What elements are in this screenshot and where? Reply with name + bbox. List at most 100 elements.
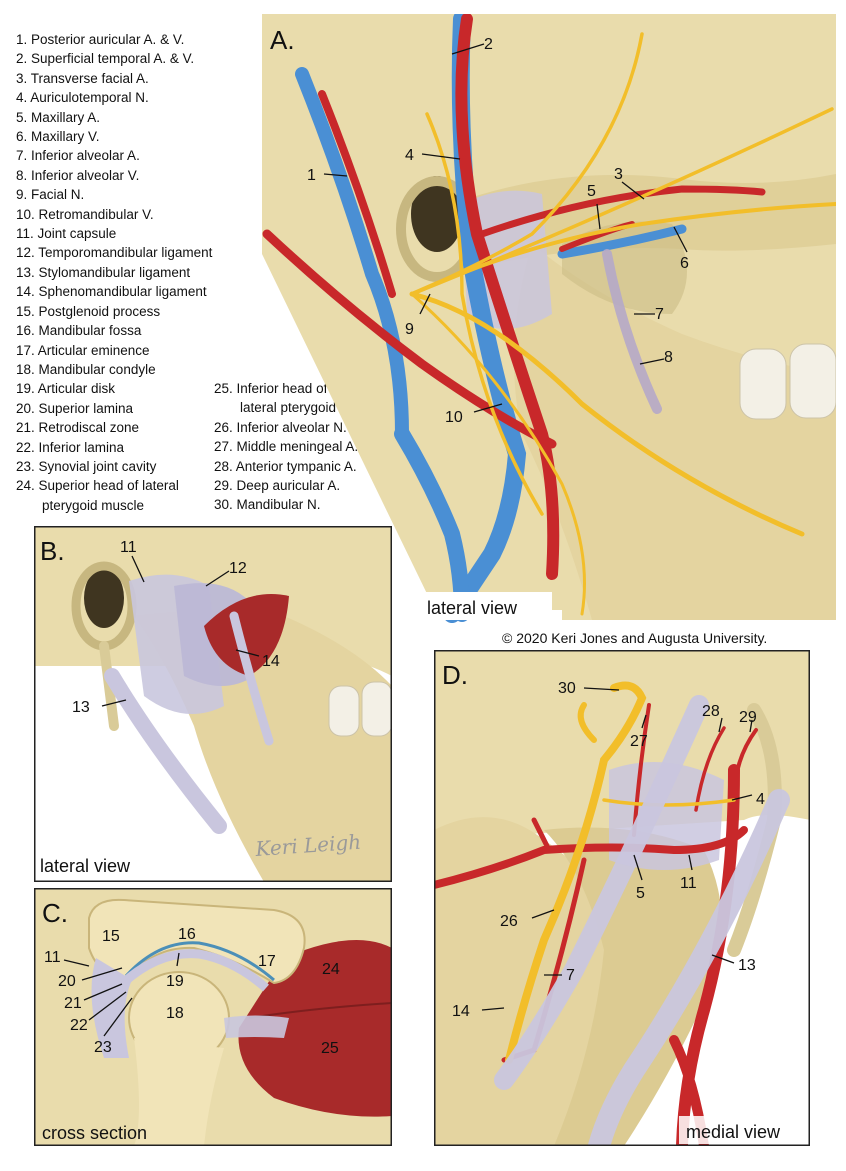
legend-item: 25. Inferior head of bbox=[214, 381, 328, 396]
panel-b-view: lateral view bbox=[40, 856, 131, 876]
leader-lines bbox=[481, 687, 753, 1011]
teeth bbox=[739, 343, 836, 420]
legend-right: 25. Inferior head of lateral pterygoid m… bbox=[214, 379, 383, 515]
superficial-temporal-artery bbox=[455, 14, 560, 580]
label-11: 11 bbox=[680, 875, 697, 892]
legend-item: 7. Inferior alveolar A. bbox=[16, 148, 140, 164]
panel-d-title: D. bbox=[442, 660, 468, 690]
posterior-auricular-artery bbox=[318, 90, 396, 298]
label-23: 23 bbox=[94, 1039, 112, 1056]
legend-item: 8. Inferior alveolar V. bbox=[16, 167, 140, 183]
panel-c-title: C. bbox=[42, 898, 68, 928]
label-18: 18 bbox=[166, 1005, 184, 1022]
anterior-tympanic-artery bbox=[694, 726, 726, 812]
legend-item: 14. Sphenomandibular ligament bbox=[16, 284, 207, 300]
mandibular-ramus bbox=[514, 244, 836, 620]
panel-b: B. 11 12 13 14 Keri Leigh lateral view bbox=[34, 526, 392, 882]
label-26: 26 bbox=[500, 913, 518, 930]
label-10: 10 bbox=[445, 409, 463, 426]
label-14: 14 bbox=[262, 653, 280, 670]
panel-a-illustration: A. 1 2 4 3 5 6 7 8 9 10 lateral view bbox=[262, 14, 836, 623]
label-11: 11 bbox=[44, 949, 61, 966]
legend-item: 13. Stylomandibular ligament bbox=[16, 264, 191, 280]
legend-item: pterygoid muscle bbox=[42, 497, 145, 513]
legend-item: 21. Retrodiscal zone bbox=[16, 420, 140, 436]
panel-a-view: lateral view bbox=[427, 598, 518, 618]
label-11: 11 bbox=[120, 539, 137, 556]
lower-artery-branch bbox=[262, 229, 557, 449]
label-21: 21 bbox=[64, 995, 82, 1012]
label-17: 17 bbox=[258, 953, 276, 970]
legend-item: 9. Facial N. bbox=[16, 187, 85, 203]
ramus-shade bbox=[544, 827, 722, 1146]
stylomandibular-ligament bbox=[588, 789, 790, 1146]
condyle-neck bbox=[134, 1038, 224, 1146]
leader-lines bbox=[323, 43, 688, 413]
lateral-pterygoid-muscle bbox=[204, 594, 289, 676]
legend-item: 29. Deep auricular A. bbox=[214, 478, 341, 494]
legend-item: 2. Superficial temporal A. & V. bbox=[16, 51, 195, 67]
label-22: 22 bbox=[70, 1017, 88, 1034]
panel-a-title: A. bbox=[270, 25, 295, 55]
ear-canal bbox=[411, 176, 463, 252]
panel-d: D. 30 27 28 29 4 5 11 26 7 13 14 medial … bbox=[434, 650, 810, 1146]
label-16: 16 bbox=[178, 926, 196, 943]
leader-lines bbox=[63, 952, 180, 1037]
maxillary-vein bbox=[557, 224, 687, 259]
label-2: 2 bbox=[484, 36, 493, 53]
label-25: 25 bbox=[321, 1040, 339, 1057]
label-4: 4 bbox=[756, 791, 765, 808]
panel-d-border bbox=[434, 650, 810, 1146]
label-29: 29 bbox=[739, 709, 757, 726]
legend-item: 4. Auriculotemporal N. bbox=[16, 90, 149, 106]
label-15: 15 bbox=[102, 928, 120, 945]
label-20: 20 bbox=[58, 973, 76, 990]
legend-item: 11. Joint capsule bbox=[16, 226, 117, 242]
panel-b-illustration: B. 11 12 13 14 Keri Leigh lateral view bbox=[34, 526, 392, 882]
leader-lines bbox=[101, 555, 260, 707]
label-8: 8 bbox=[664, 349, 673, 366]
mandibular-fossa-lining bbox=[124, 941, 275, 982]
artery-left-branch bbox=[531, 817, 552, 853]
panel-c-border bbox=[34, 888, 392, 1146]
legend-item: 10. Retromandibular V. bbox=[16, 206, 154, 222]
panel-c-view: cross section bbox=[42, 1123, 147, 1143]
panel-c-illustration: C. 15 16 17 24 11 20 19 21 22 23 18 25 c… bbox=[34, 888, 392, 1146]
label-6: 6 bbox=[680, 255, 689, 272]
maxillary-artery bbox=[434, 826, 748, 889]
legend-item: 27. Middle meningeal A. bbox=[214, 439, 359, 455]
label-12: 12 bbox=[229, 560, 247, 577]
legend-item: 24. Superior head of lateral bbox=[16, 478, 179, 494]
panel-b-border bbox=[34, 526, 392, 882]
panel-d-view: medial view bbox=[686, 1122, 781, 1142]
panel-a: A. 1 2 4 3 5 6 7 8 9 10 lateral view bbox=[262, 14, 836, 624]
sphenomandibular-ligament bbox=[494, 695, 709, 1090]
deep-auricular-artery bbox=[732, 728, 758, 802]
label-3: 3 bbox=[614, 166, 623, 183]
label-13: 13 bbox=[72, 699, 90, 716]
label-19: 19 bbox=[166, 973, 184, 990]
legend-item: 28. Anterior tympanic A. bbox=[214, 458, 357, 474]
external-carotid bbox=[676, 764, 740, 1146]
legend-item: 17. Articular eminence bbox=[16, 342, 150, 358]
ear-canal bbox=[84, 568, 124, 628]
panel-d-illustration: D. 30 27 28 29 4 5 11 26 7 13 14 medial … bbox=[434, 650, 810, 1146]
view-caption-bg bbox=[679, 1116, 807, 1144]
teeth bbox=[328, 681, 392, 737]
label-1: 1 bbox=[307, 167, 316, 184]
legend-item: 3. Transverse facial A. bbox=[16, 70, 149, 86]
panel-c: C. 15 16 17 24 11 20 19 21 22 23 18 25 c… bbox=[34, 888, 392, 1146]
copyright: © 2020 Keri Jones and Augusta University… bbox=[502, 630, 768, 646]
label-9: 9 bbox=[405, 321, 414, 338]
mandibular-nerve-branch bbox=[577, 702, 597, 743]
panel-b-title: B. bbox=[40, 536, 65, 566]
legend-item: 6. Maxillary V. bbox=[16, 129, 100, 145]
label-5: 5 bbox=[636, 885, 645, 902]
lower-bone bbox=[34, 666, 184, 882]
auriculotemporal-nerve bbox=[602, 798, 736, 807]
label-30: 30 bbox=[558, 680, 576, 697]
legend-item: 15. Postglenoid process bbox=[16, 303, 161, 319]
auriculotemporal-nerve bbox=[425, 112, 544, 516]
label-4: 4 bbox=[405, 147, 414, 164]
inferior-alveolar-vessels bbox=[602, 249, 662, 414]
